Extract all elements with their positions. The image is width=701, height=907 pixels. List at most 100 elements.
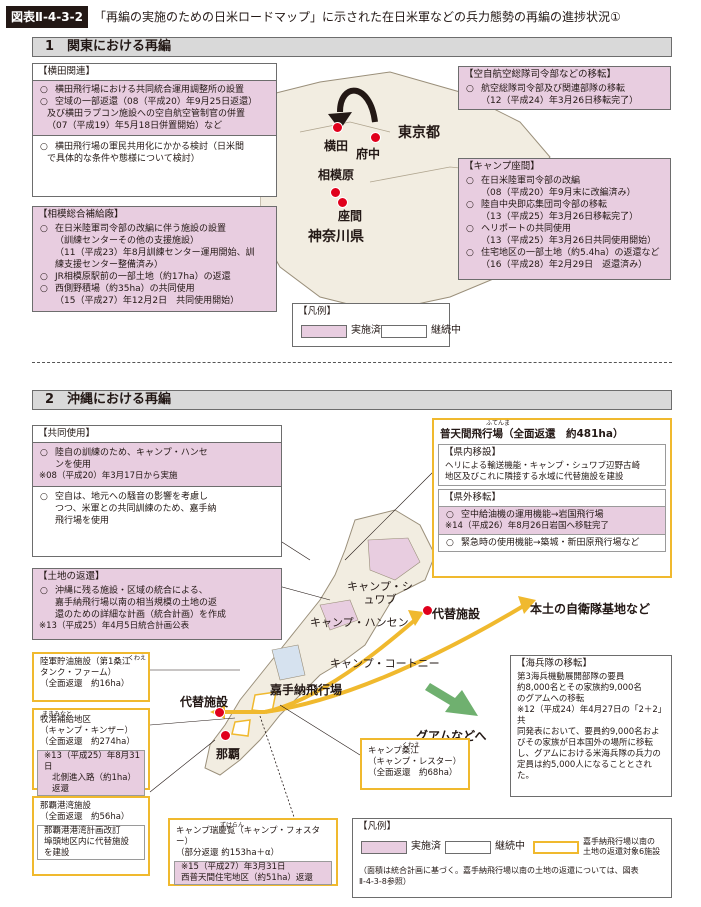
rikugun-line: （全面返還 約16ha）	[40, 679, 130, 689]
label-zama: 座間	[338, 209, 363, 223]
legend-ongoing-swatch	[445, 841, 491, 854]
marine-line: 約8,000名とその家族約9,000名	[517, 683, 642, 693]
land-return-item: 還のための詳細な計画（統合計画）を作成	[55, 610, 227, 620]
yokota-box: 【横田関連】 ○横田飛行場における共同統合運用調整所の設置 ○空域の一部返還（0…	[32, 63, 277, 197]
land-return-box: 【土地の返還】 ○沖縄に残る施設・区域の統合による、 嘉手納飛行場以南の相当規模…	[32, 568, 282, 640]
naha-port-note: 那覇港港湾計画改訂 埠頭地区内に代替施設 を建設	[37, 825, 145, 860]
in-pref-title: 【県内移設】	[444, 447, 502, 458]
sagami-item: ○西側野積場（約35ha）の共同使用	[40, 284, 195, 294]
makiminato-line: 牧港補給地区	[40, 715, 92, 725]
in-pref-line: 地区及びこれに隣接する水域に代替施設を建設	[445, 472, 624, 482]
marine-note-line: 同発表において、要員約9,000名およ	[517, 727, 660, 737]
marine-note-line: 定員は約5,000人になることとされた。	[517, 760, 652, 781]
marine-line: のグアムへの移転	[517, 694, 585, 704]
label-kanagawa: 神奈川県	[308, 229, 364, 245]
asdf-box-title: 【空自航空総隊司令部などの移転】	[464, 69, 617, 80]
yokota-item: ○横田飛行場の軍民共用化にかかる検討（日米間	[40, 142, 245, 152]
figure-title: 「再編の実施のための日米ロードマップ」に示された在日米軍などの兵力態勢の再編の進…	[94, 10, 621, 24]
zama-item: （08（平成20）年9月末に改編済み）	[481, 188, 636, 198]
zama-item: （13（平成25）年3月26日共同使用開始）	[481, 236, 657, 246]
legend-ongoing-label: 継続中	[495, 841, 525, 852]
marine-title: 【海兵隊の移転】	[516, 658, 593, 669]
zama-item: ○住宅地区の一部土地（約5.4ha）の返還など	[466, 248, 660, 258]
zukeran-line: （部分返還 約153ha＋α）	[176, 848, 280, 858]
out-pref-item: ○空中給油機の運用機能→岩国飛行場	[446, 510, 604, 520]
naha-port-box: 那覇港湾施設 （全面返還 約56ha） 那覇港港湾計画改訂 埠頭地区内に代替施設…	[32, 796, 150, 876]
out-pref-note: ※14（平成26）年8月26日岩国へ移駐完了	[445, 521, 609, 531]
figure-number: 図表Ⅱ-4-3-2	[6, 6, 88, 28]
kanto-legend-title: 【凡例】	[298, 306, 337, 317]
legend-ongoing-swatch	[381, 325, 427, 338]
naha-port-marker	[214, 707, 225, 718]
okinawa-legend-title: 【凡例】	[358, 821, 397, 832]
makiminato-box: まきみなと 牧港補給地区 （キャンプ・キンザー） （全面返還 約274ha） ※…	[32, 708, 150, 796]
zama-marker	[337, 197, 348, 208]
yokota-box-title: 【横田関連】	[33, 64, 276, 81]
label-fuchu: 府中	[356, 147, 381, 161]
prefecture-border	[299, 121, 391, 133]
land-return-note: ※13（平成25）年4月5日統合計画公表	[39, 621, 190, 631]
naha-marker	[220, 730, 231, 741]
rikugun-line: タンク・ファーム）	[40, 668, 117, 678]
zama-item: ○陸自中央即応集団司令部の移転	[466, 200, 608, 210]
makiminato-line: （キャンプ・キンザー）	[40, 726, 133, 736]
legend-done-label: 実施済	[351, 325, 381, 336]
marine-note-line: びその家族が日本国外の場所に移転	[517, 738, 654, 748]
joint-use-item: ○空自は、地元への騒音の影響を考慮し	[40, 492, 209, 502]
naha-port-line: 那覇港湾施設	[40, 801, 92, 811]
okinawa-legend: 【凡例】 実施済 継続中 嘉手納飛行場以南の 土地の返還対象6施設 （面積は統合…	[352, 818, 672, 898]
futenma-in-pref: 【県内移設】 ヘリによる輸送機能・キャンプ・シュワブ辺野古崎 地区及びこれに隣接…	[438, 444, 666, 486]
lester-line: キャンプ桑江	[368, 746, 419, 756]
land-return-title: 【土地の返還】	[38, 571, 105, 582]
lester-ruby: くわえ	[402, 742, 421, 749]
zama-item: ○在日米陸軍司令部の改編	[466, 176, 581, 186]
futenma-box: ふてんま 普天間飛行場（全面返還 約481ha） 【県内移設】 ヘリによる輸送機…	[432, 418, 672, 578]
makiminato-note: ※13（平成25）年8月31日 北側進入路（約1ha）返還	[37, 750, 145, 796]
legend-south-swatch	[533, 841, 579, 854]
out-pref-title: 【県外移転】	[439, 490, 665, 507]
rikugun-ruby: くわえ	[128, 655, 147, 662]
joint-use-item: ○陸自の訓練のため、キャンプ・ハンセ	[40, 448, 208, 458]
sagami-item: ○JR相模原駅前の一部土地（約17ha）の返還	[40, 272, 231, 282]
futenma-ruby: ふてんま	[486, 420, 511, 427]
legend-done-swatch	[301, 325, 347, 338]
legend-done-swatch	[361, 841, 407, 854]
joint-use-done: ○陸自の訓練のため、キャンプ・ハンセ ンを使用 ※08（平成20）年3月17日か…	[33, 443, 281, 487]
sagami-box: 【相模総合補給廠】 ○在日米陸軍司令部の改編に伴う施設の設置 （訓練センターその…	[32, 206, 277, 312]
south-facility-area	[231, 719, 251, 737]
joint-use-item: つつ、米軍との共同訓練のため、嘉手納	[55, 504, 217, 514]
legend-done-label: 実施済	[411, 841, 441, 852]
makiminato-line: （全面返還 約274ha）	[40, 737, 135, 747]
label-schwab: キャンプ・シュワブ	[347, 580, 413, 606]
yokota-done-block: ○横田飛行場における共同統合運用調整所の設置 ○空域の一部返還（08（平成20）…	[33, 81, 276, 136]
label-replacement-henoko: 代替施設	[432, 607, 481, 621]
relocation-arrow-head	[328, 112, 352, 130]
fuchu-marker	[370, 132, 381, 143]
label-sagamihara: 相模原	[318, 168, 355, 182]
yokota-item: 及び横田ラプコン施設への空自航空管制官の併置	[47, 109, 246, 119]
zama-item: （16（平成28）年2月29日 返還済み）	[481, 260, 648, 270]
asdf-item: ○航空総隊司令部及び関連部隊の移転	[466, 84, 626, 94]
sagami-item: （訓練センターその他の支援施設）	[55, 236, 200, 246]
yokota-marker	[332, 122, 343, 133]
label-courtney: キャンプ・コートニー	[330, 657, 440, 670]
out-pref-item: ○緊急時の使用機能→築城・新田原飛行場など	[446, 538, 640, 548]
rikugun-line: 陸軍貯油施設（第1桑江	[40, 657, 131, 667]
kanto-legend: 【凡例】 実施済 継続中	[292, 303, 461, 347]
legend-south-label: 嘉手納飛行場以南の 土地の返還対象6施設	[583, 837, 661, 856]
marine-note-line: し、グアムにおける米海兵隊の兵力の	[517, 749, 661, 759]
zama-item: ○ヘリポートの共同使用	[466, 224, 572, 234]
yokota-item: ○横田飛行場における共同統合運用調整所の設置	[40, 85, 245, 95]
asdf-item: （12（平成24）年3月26日移転完了）	[481, 96, 639, 106]
zama-item: （13（平成25）年3月26日移転完了）	[481, 212, 639, 222]
lester-box: くわえ キャンプ桑江 （キャンプ・レスター） （全面返還 約68ha）	[360, 738, 470, 790]
marine-line: 第3海兵機動展開部隊の要員	[517, 672, 625, 682]
joint-use-ongoing: ○空自は、地元への騒音の影響を考慮し つつ、米軍との共同訓練のため、嘉手納 飛行…	[33, 487, 281, 531]
sagami-item: ○在日米陸軍司令部の改編に伴う施設の設置	[40, 224, 227, 234]
section-okinawa-title: 2 沖縄における再編	[32, 390, 672, 410]
futenma-out-pref: 【県外移転】 ○空中給油機の運用機能→岩国飛行場 ※14（平成26）年8月26日…	[438, 489, 666, 552]
lester-line: （キャンプ・レスター）	[368, 757, 462, 767]
section-divider	[32, 362, 672, 363]
makiminato-ruby: まきみなと	[42, 711, 73, 718]
zama-box-title: 【キャンプ座間】	[464, 161, 540, 172]
